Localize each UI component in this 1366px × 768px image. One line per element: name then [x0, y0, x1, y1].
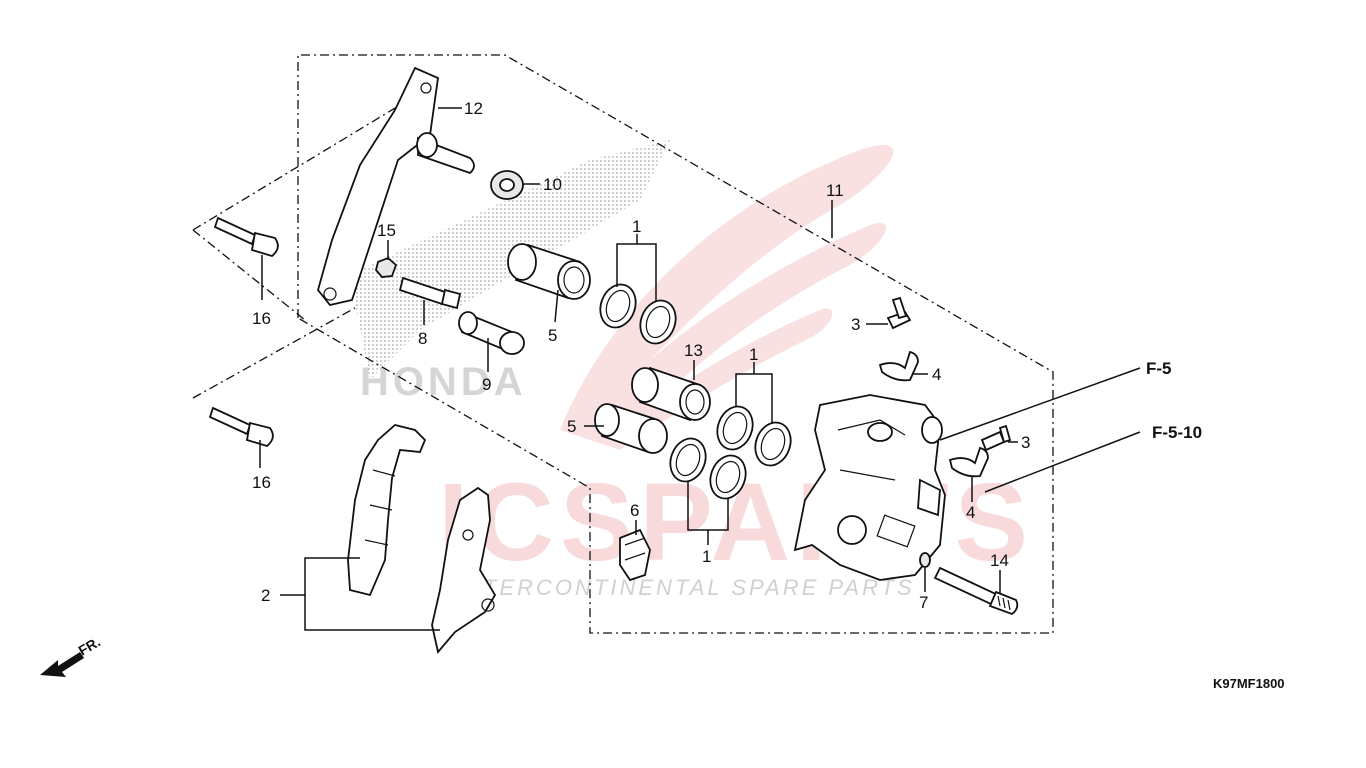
bleeder-screw-part-3-right [980, 424, 1012, 452]
callout-8: 8 [418, 329, 427, 348]
diagram-code: K97MF1800 [1213, 676, 1285, 691]
callout-1-top: 1 [632, 217, 641, 236]
piston-part-13 [631, 366, 711, 422]
seal-set-part-1-top [599, 283, 677, 345]
reference-f-5-10: F-5-10 [1152, 423, 1202, 442]
callout-2: 2 [261, 586, 270, 605]
watermark-tagline: INTERCONTINENTAL SPARE PARTS [455, 575, 915, 600]
front-arrow-icon [40, 652, 84, 677]
bolt-part-16-top [213, 216, 279, 257]
callout-14: 14 [990, 551, 1009, 570]
callout-4-right: 4 [966, 503, 975, 522]
piston-part-5-bottom [594, 403, 668, 454]
assembly-outline [192, 54, 1054, 634]
reference-f-5: F-5 [1146, 359, 1172, 378]
watermark-maker: HONDA [360, 360, 527, 404]
bracket-part-12 [317, 66, 475, 307]
bolt-part-16-bottom [208, 406, 274, 447]
cap-part-4-top [878, 350, 919, 382]
callout-4-top: 4 [932, 365, 941, 384]
callout-12: 12 [464, 99, 483, 118]
callout-5-top: 5 [548, 326, 557, 345]
callout-6: 6 [630, 501, 639, 520]
seal-set-part-1-right [716, 405, 792, 467]
caliper-body-part-11 [793, 394, 946, 581]
bleeder-part-8 [398, 276, 462, 310]
callout-11: 11 [826, 181, 844, 200]
front-direction-indicator: FR. [40, 633, 103, 677]
callout-3-top: 3 [851, 315, 860, 334]
leader-lines [259, 107, 1141, 631]
bleeder-screw-part-3-top [886, 296, 912, 330]
callout-15: 15 [377, 221, 396, 240]
pin-part-14 [933, 566, 1019, 616]
callout-1-bottom: 1 [702, 547, 711, 566]
boot-part-10 [490, 170, 524, 200]
callout-5-bottom: 5 [567, 417, 576, 436]
cap-part-4-right [948, 446, 989, 478]
callout-1-right: 1 [749, 345, 758, 364]
callout-16-bottom: 16 [252, 473, 271, 492]
callout-7: 7 [919, 593, 928, 612]
callout-9: 9 [482, 375, 491, 394]
callout-13: 13 [684, 341, 703, 360]
callouts: 12 10 15 16 8 9 5 1 13 1 5 1 16 2 11 3 4… [252, 99, 1030, 612]
piston-part-5-top [507, 243, 591, 300]
callout-10: 10 [543, 175, 562, 194]
spring-part-6 [619, 528, 651, 582]
plug-part-7 [919, 552, 931, 568]
callout-16-top: 16 [252, 309, 271, 328]
callout-3-right: 3 [1021, 433, 1030, 452]
seal-set-part-1-bottom [669, 437, 747, 500]
pin-part-9 [458, 311, 525, 355]
brake-pads-part-2 [347, 424, 497, 654]
